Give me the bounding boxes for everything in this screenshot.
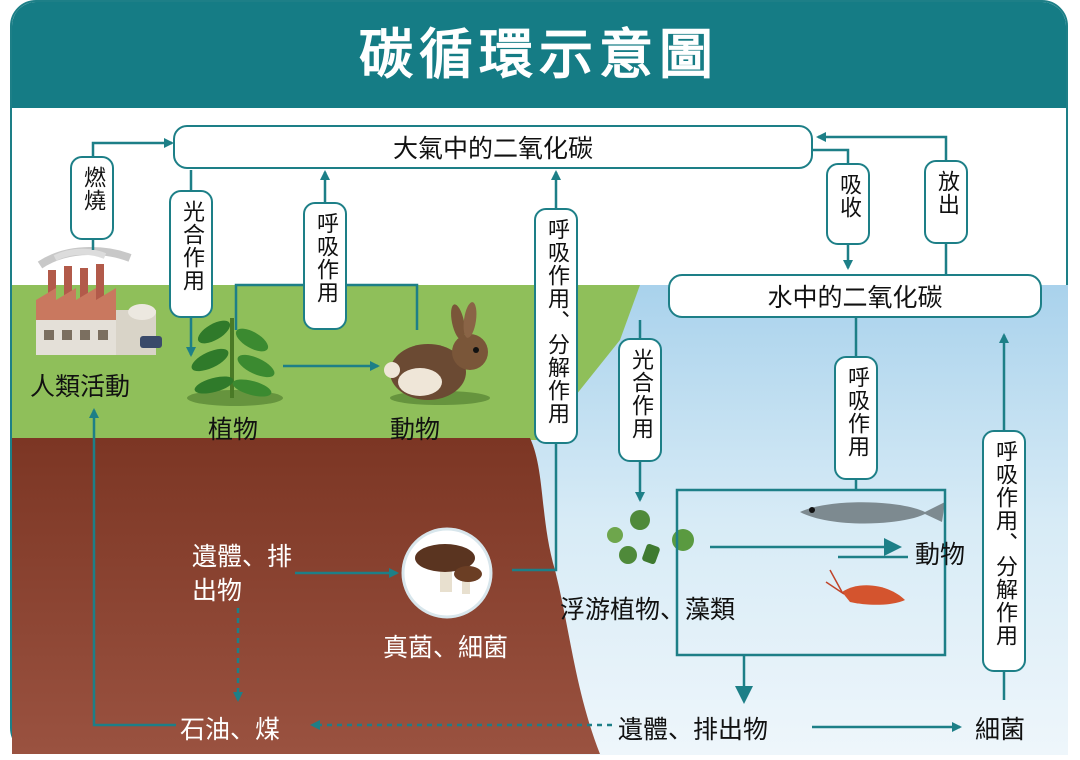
factory-illustration: [36, 247, 162, 355]
node-remains-land: 遺體、排出物: [192, 542, 293, 605]
sea-organism-box: [675, 488, 947, 657]
page-title: 碳循環示意圖: [359, 23, 719, 86]
soil-region: [12, 438, 600, 754]
plant-illustration: [187, 318, 283, 406]
title-bar: 碳循環示意圖: [12, 2, 1066, 108]
node-water-co2: 水中的二氧化碳: [668, 274, 1042, 318]
process-respiration-decomposition-sea: 呼吸作用、分解作用: [982, 430, 1026, 672]
process-respiration-decomposition-land: 呼吸作用、分解作用: [534, 208, 578, 444]
shrimp-illustration: [825, 569, 905, 605]
water-region: [520, 285, 1068, 755]
rabbit-illustration: [384, 302, 490, 405]
process-photosynthesis-sea: 光合作用: [618, 338, 662, 462]
process-absorb: 吸收: [826, 163, 870, 245]
process-release: 放出: [924, 160, 968, 244]
plankton-illustration: [607, 510, 694, 565]
node-atmosphere-co2: 大氣中的二氧化碳: [173, 125, 813, 169]
process-respiration-sea: 呼吸作用: [834, 356, 878, 480]
mushroom-illustration: [401, 527, 493, 619]
process-respiration-land: 呼吸作用: [303, 202, 347, 330]
node-plants: 植物: [208, 415, 259, 444]
process-photosynthesis-land: 光合作用: [169, 190, 213, 318]
background-layers: [12, 285, 1068, 755]
node-sea-animals: 動物: [915, 540, 966, 569]
node-human-activity: 人類活動: [30, 372, 131, 401]
process-burning: 燃燒: [70, 156, 114, 240]
arrow-fossil-to-human: [89, 408, 176, 727]
node-oil-coal: 石油、煤: [180, 715, 281, 744]
node-plankton: 浮游植物、藻類: [560, 595, 736, 624]
node-fungi-bacteria: 真菌、細菌: [383, 633, 509, 662]
node-land-animals: 動物: [390, 415, 441, 444]
node-remains-sea: 遺體、排出物: [618, 715, 769, 744]
fish-illustration: [800, 502, 945, 524]
node-bacteria: 細菌: [975, 715, 1026, 744]
